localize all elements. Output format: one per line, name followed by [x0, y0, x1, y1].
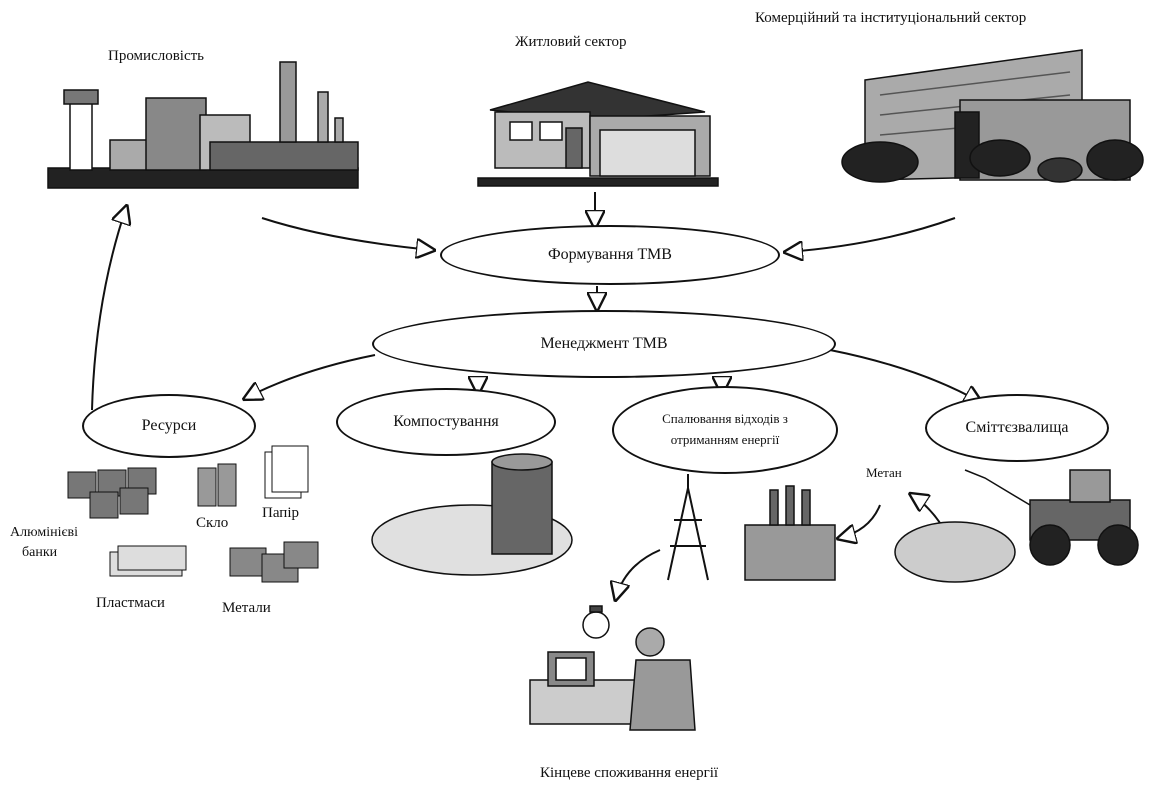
node-landfill-label: Сміттєзвалища	[965, 419, 1069, 436]
label-glass: Скло	[196, 515, 229, 531]
arrow-commercial-to-formation	[787, 217, 956, 252]
computer-user-icon	[529, 627, 696, 731]
node-incineration: Спалювання відходів з отриманням енергії	[612, 386, 838, 474]
label-paper: Папір	[262, 505, 299, 521]
node-composting: Компостування	[336, 388, 556, 456]
arrow-industry-to-formation	[261, 217, 432, 250]
aluminum-cans-icon	[67, 467, 157, 519]
label-aluminum-line1: Алюмінієві	[10, 525, 79, 540]
metal-blocks-icon	[229, 541, 319, 583]
plastic-sheets-icon	[109, 545, 187, 577]
label-commercial: Комерційний та інституціональний сектор	[755, 10, 1027, 26]
arrow-management-to-landfill	[829, 349, 980, 402]
landfill-pile-icon	[894, 521, 1016, 583]
label-metals: Метали	[222, 600, 271, 616]
label-residential: Житловий сектор	[515, 34, 627, 50]
glass-bottles-icon	[197, 463, 237, 507]
label-plastics: Пластмаси	[96, 595, 165, 611]
compost-bin-icon	[371, 453, 573, 576]
arrow-resources-to-industry	[91, 208, 126, 411]
lightbulb-icon	[582, 605, 610, 639]
house-icon	[477, 81, 719, 187]
incinerator-plant-icon	[744, 485, 836, 581]
bulldozer-icon	[964, 469, 1139, 566]
node-formation: Формування ТМВ	[440, 225, 780, 285]
arrow-management-to-resources	[246, 354, 376, 398]
node-composting-label: Компостування	[393, 413, 499, 430]
node-management: Менеджмент ТМВ	[372, 310, 836, 378]
label-industry: Промисловість	[108, 48, 205, 64]
arrow-power-to-end-use	[616, 549, 661, 598]
industry-plant-icon	[47, 61, 359, 189]
office-building-icon	[841, 49, 1144, 183]
label-methane: Метан	[866, 465, 902, 480]
node-landfill: Сміттєзвалища	[925, 394, 1109, 462]
label-end-use: Кінцеве споживання енергії	[540, 765, 719, 781]
node-management-label: Менеджмент ТМВ	[540, 335, 668, 352]
arrow-methane-to-incineration	[840, 504, 881, 538]
node-resources-label: Ресурси	[141, 417, 197, 434]
node-incineration-label-line2: отриманням енергії	[670, 432, 780, 447]
paper-stack-icon	[264, 445, 309, 499]
power-tower-icon	[667, 474, 709, 581]
node-resources: Ресурси	[82, 394, 256, 458]
label-aluminum-line2: банки	[22, 545, 58, 560]
node-formation-label: Формування ТМВ	[548, 246, 672, 263]
node-incineration-label-line1: Спалювання відходів з	[662, 411, 788, 427]
